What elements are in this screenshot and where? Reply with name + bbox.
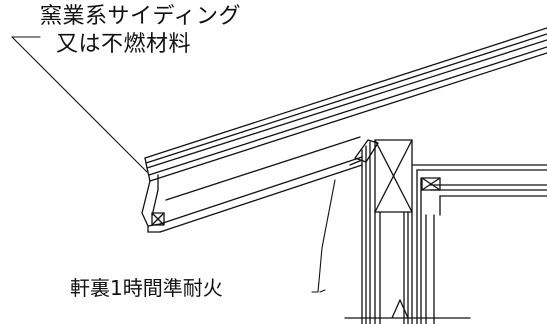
base-frame bbox=[344, 299, 471, 319]
leader-lines bbox=[11, 36, 336, 293]
siding-label-line1: 窯業系サイディング bbox=[40, 4, 241, 29]
soffit-assembly bbox=[141, 136, 363, 233]
siding-label: 窯業系サイディング 又は不燃材料 bbox=[40, 3, 241, 59]
soffit-label: 軒裏1時間準耐火 bbox=[70, 276, 223, 300]
floor-framing bbox=[411, 164, 547, 324]
roof-layers bbox=[144, 27, 547, 191]
siding-label-line2: 又は不燃材料 bbox=[56, 32, 192, 57]
wall-post bbox=[349, 139, 413, 324]
